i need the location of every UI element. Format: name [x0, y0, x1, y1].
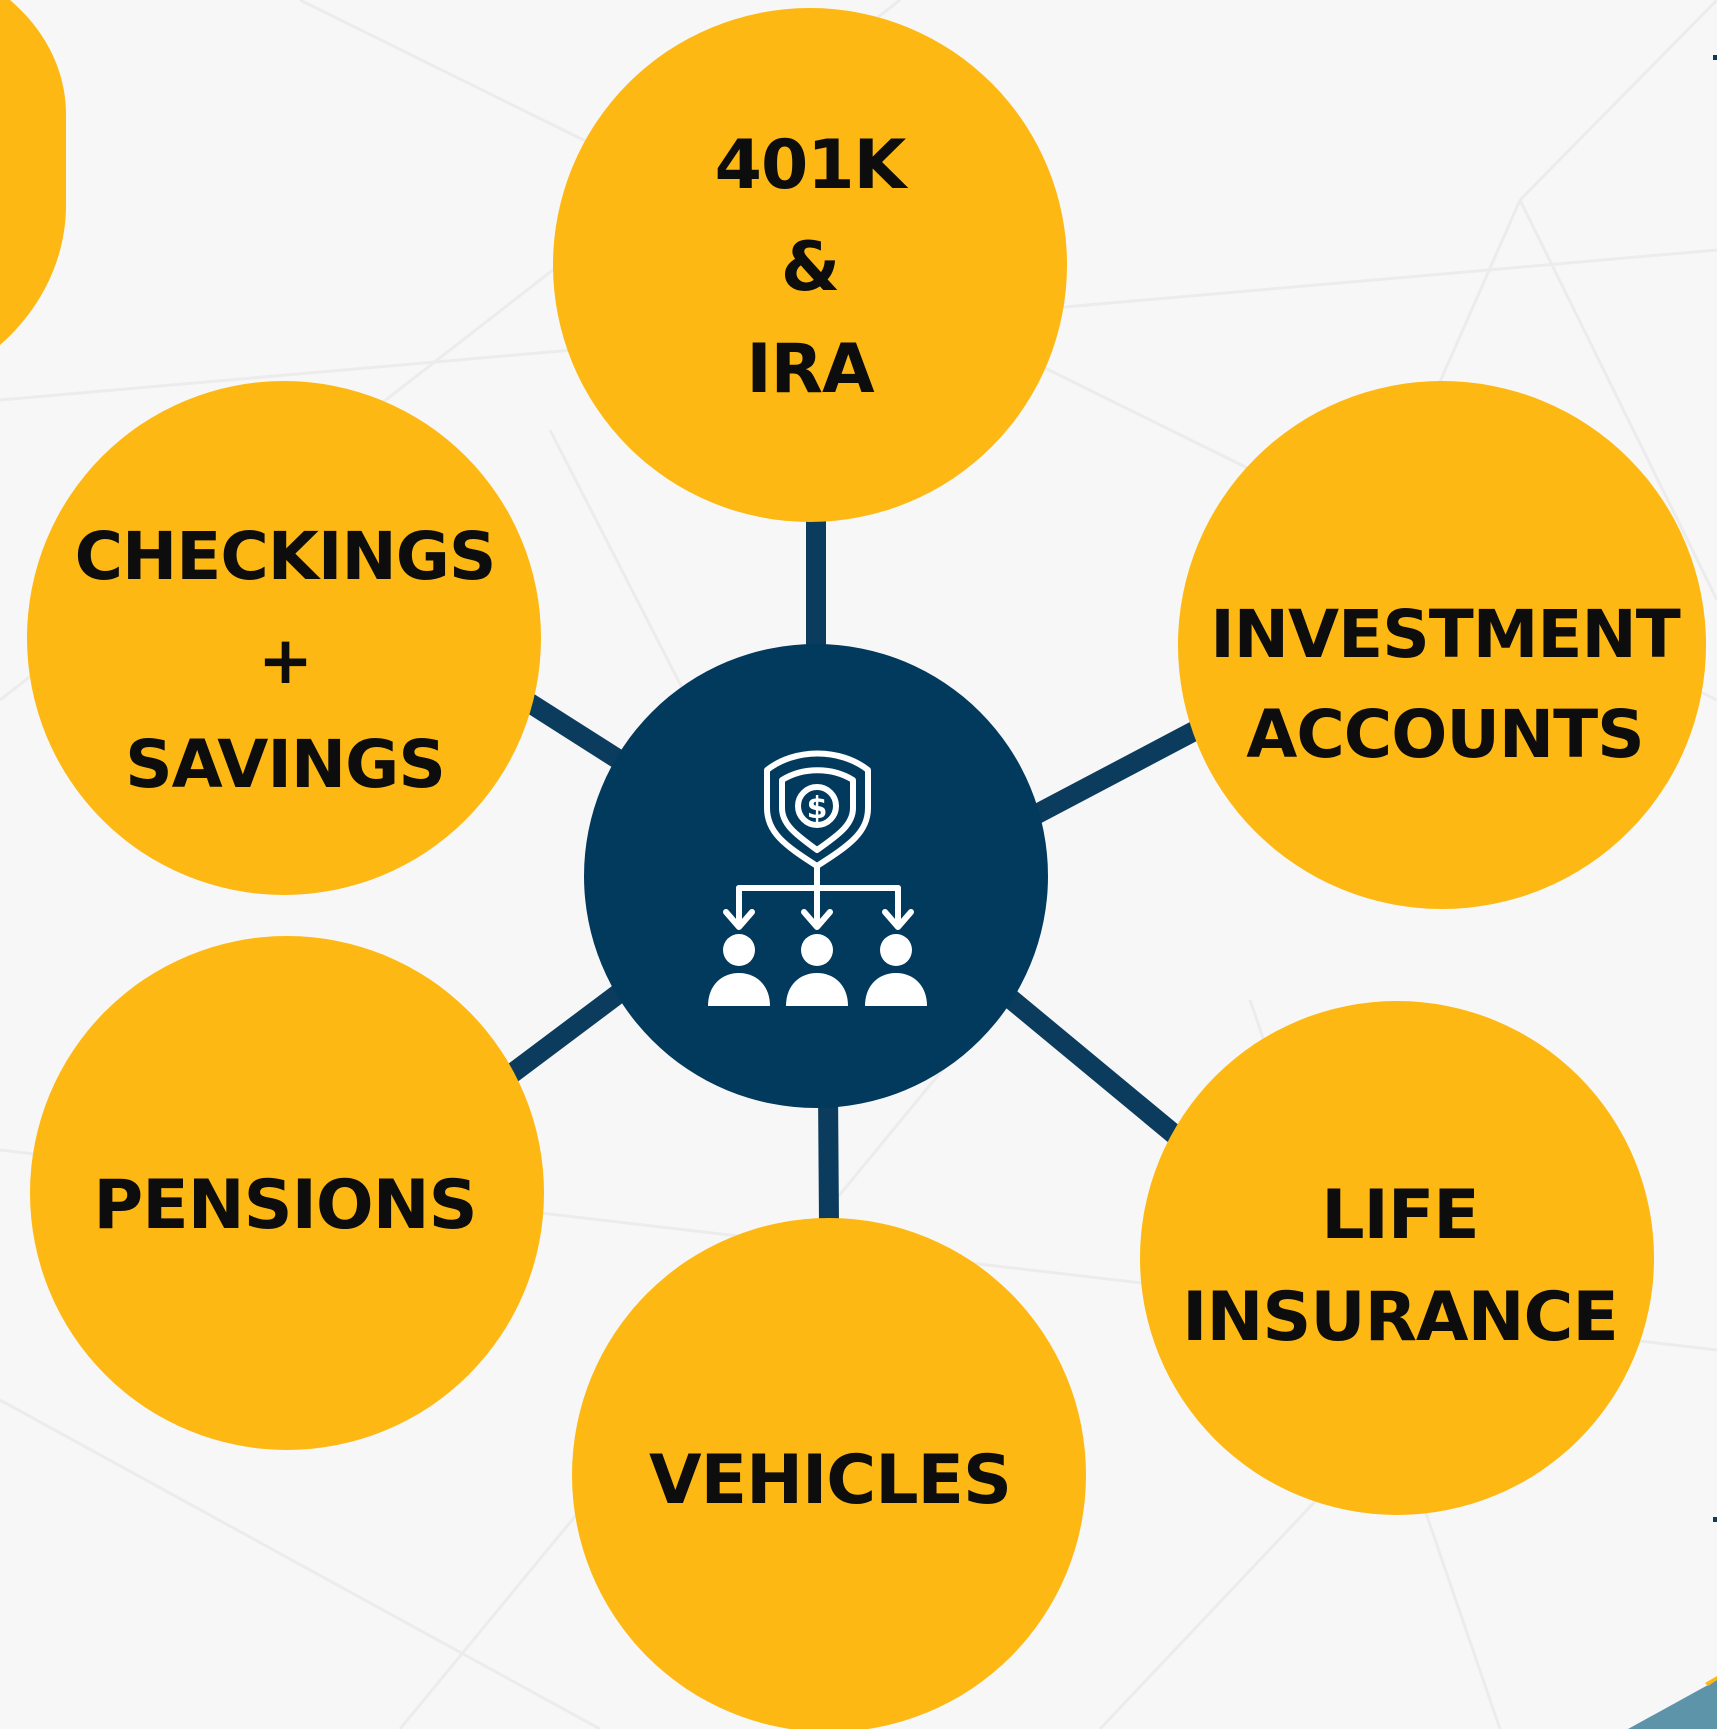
node-label-line: +	[257, 622, 313, 699]
node-label-line: LIFE	[1321, 1176, 1480, 1255]
svg-text:$: $	[807, 791, 828, 826]
node-pensions	[30, 936, 544, 1450]
node-label-checkings: CHECKINGS + SAVINGS	[30, 505, 540, 817]
node-label-line: IRA	[746, 330, 874, 409]
node-label-investment: INVESTMENT ACCOUNTS	[1180, 585, 1710, 785]
connector-investment	[1030, 719, 1205, 824]
node-vehicles	[572, 1218, 1086, 1729]
right-edge-mark-bottom	[1713, 1517, 1717, 1522]
node-label-line: INSURANCE	[1182, 1278, 1619, 1357]
connector-vehicles	[818, 1089, 839, 1226]
connector-life	[993, 982, 1182, 1143]
shield-dollar-distribution-people-icon: $	[723, 750, 914, 930]
corner-accent-line	[1705, 1676, 1717, 1686]
node-label-401k: 401K & IRA	[555, 115, 1065, 421]
node-label-line: &	[780, 228, 840, 307]
partial-node-top-left	[0, 0, 66, 345]
node-label-life: LIFE INSURANCE	[1140, 1165, 1660, 1369]
node-label-line: VEHICLES	[649, 1441, 1012, 1520]
node-label-line: INVESTMENT	[1210, 596, 1681, 673]
node-label-line: PENSIONS	[93, 1166, 477, 1245]
corner-accent	[1628, 1680, 1717, 1729]
node-life	[1140, 1001, 1654, 1515]
node-label-line: CHECKINGS	[74, 518, 497, 595]
node-label-line: ACCOUNTS	[1246, 696, 1644, 773]
node-label-line: 401K	[714, 126, 907, 205]
connector-pensions	[504, 977, 636, 1083]
node-label-pensions: PENSIONS	[30, 1155, 540, 1257]
node-checkings	[27, 381, 541, 895]
node-label-vehicles: VEHICLES	[575, 1430, 1085, 1532]
node-label-line: SAVINGS	[125, 726, 446, 803]
node-401k	[553, 8, 1067, 522]
right-edge-mark-top	[1713, 55, 1717, 60]
people-icon	[708, 934, 927, 1006]
node-investment	[1178, 381, 1706, 909]
